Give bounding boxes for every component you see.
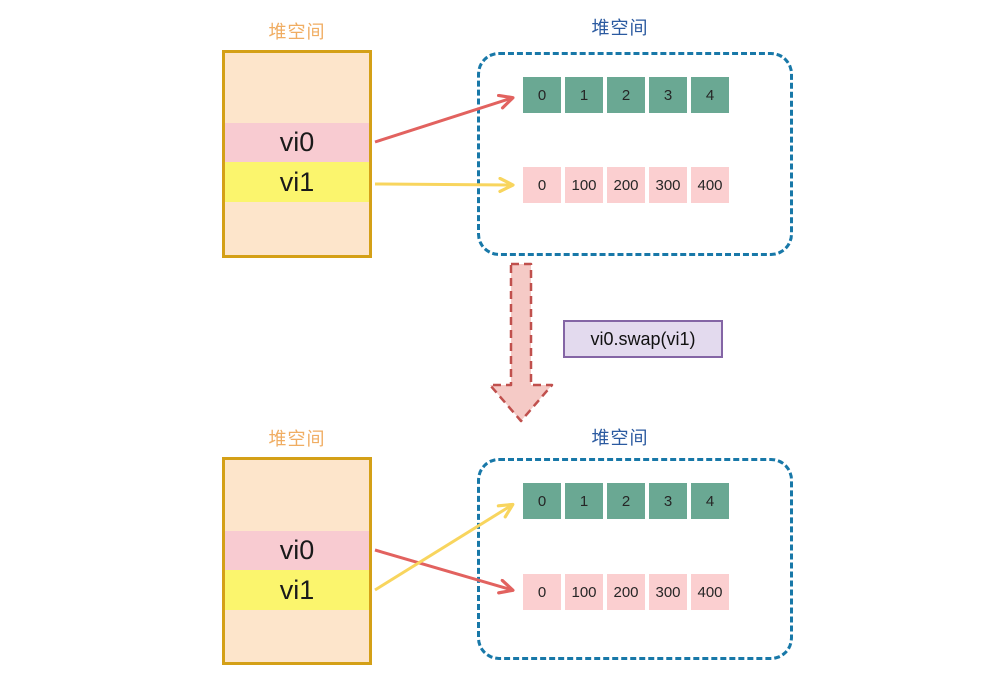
array-cell: 2 <box>607 483 645 519</box>
stack-box-after: vi0 vi1 <box>222 457 372 665</box>
array-cell: 300 <box>649 574 687 610</box>
array-cell: 3 <box>649 77 687 113</box>
vi1-row-before: vi1 <box>225 162 369 202</box>
pink-array-after: 0 100 200 300 400 <box>523 574 729 610</box>
array-cell: 3 <box>649 483 687 519</box>
heap-box-before <box>477 52 793 256</box>
heap-label-before: 堆空间 <box>591 18 649 38</box>
array-cell: 0 <box>523 77 561 113</box>
vi0-row-before: vi0 <box>225 123 369 162</box>
stack-box-before: vi0 vi1 <box>222 50 372 258</box>
green-array-after: 0 1 2 3 4 <box>523 483 729 519</box>
swap-operation-label: vi0.swap(vi1) <box>590 328 696 349</box>
array-cell: 0 <box>523 574 561 610</box>
array-cell: 0 <box>523 167 561 203</box>
big-down-arrow <box>488 262 554 423</box>
array-cell: 2 <box>607 77 645 113</box>
array-cell: 200 <box>607 574 645 610</box>
array-cell: 0 <box>523 483 561 519</box>
array-cell: 300 <box>649 167 687 203</box>
array-cell: 1 <box>565 483 603 519</box>
stack-label-before: 堆空间 <box>268 22 326 42</box>
array-cell: 100 <box>565 574 603 610</box>
array-cell: 400 <box>691 167 729 203</box>
array-cell: 400 <box>691 574 729 610</box>
array-cell: 1 <box>565 77 603 113</box>
array-cell: 200 <box>607 167 645 203</box>
array-cell: 100 <box>565 167 603 203</box>
vi0-row-after: vi0 <box>225 531 369 570</box>
vi1-row-after: vi1 <box>225 570 369 610</box>
stack-label-after: 堆空间 <box>268 429 326 449</box>
array-cell: 4 <box>691 483 729 519</box>
swap-operation-box: vi0.swap(vi1) <box>563 320 723 358</box>
green-array-before: 0 1 2 3 4 <box>523 77 729 113</box>
array-cell: 4 <box>691 77 729 113</box>
pink-array-before: 0 100 200 300 400 <box>523 167 729 203</box>
heap-label-after: 堆空间 <box>591 428 649 448</box>
